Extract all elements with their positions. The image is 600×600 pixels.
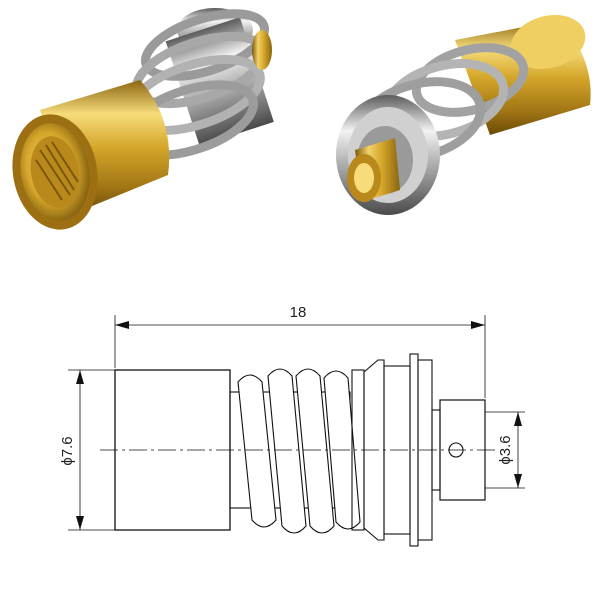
drawing-spring bbox=[237, 368, 361, 534]
connector-front-view bbox=[12, 8, 274, 230]
rear-view-gold-pin bbox=[347, 138, 400, 202]
pin-diameter-label: ϕ3.6 bbox=[497, 435, 514, 464]
length-label: 18 bbox=[290, 304, 307, 321]
pin-diameter-dimension: ϕ3.6 bbox=[485, 411, 525, 489]
body-diameter-dimension: ϕ7.6 bbox=[59, 369, 115, 531]
body-diameter-label: ϕ7.6 bbox=[59, 436, 76, 465]
technical-drawing: 18 bbox=[59, 304, 525, 547]
connector-rear-view bbox=[336, 15, 591, 215]
front-view-spring bbox=[122, 8, 274, 160]
length-dimension: 18 bbox=[115, 304, 485, 329]
front-view-gold-barrel bbox=[12, 80, 170, 230]
